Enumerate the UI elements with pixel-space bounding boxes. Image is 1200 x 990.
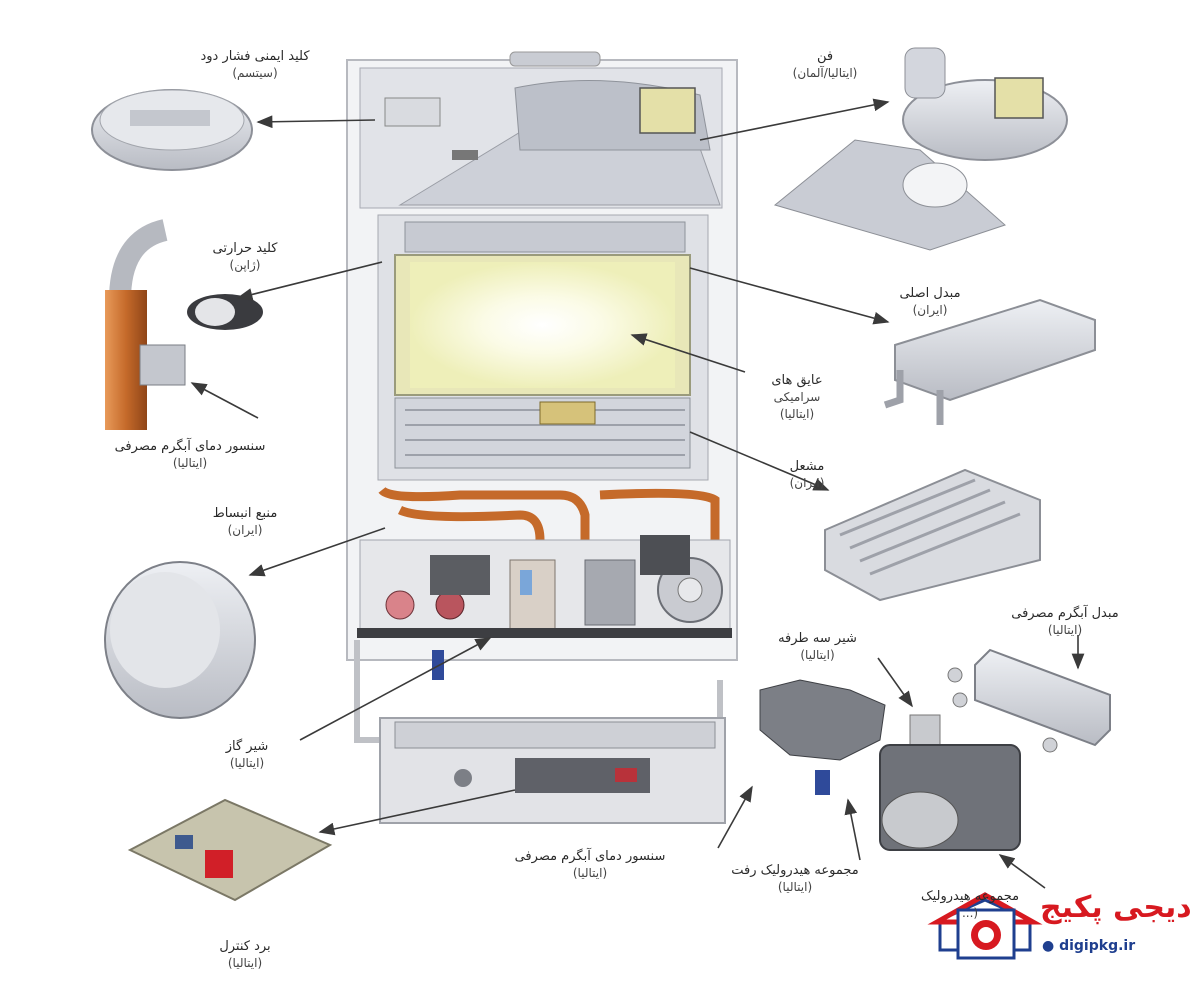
boiler-body	[346, 51, 738, 824]
label-three-way-valve: شیر سه طرفه (ایتالیا)	[778, 631, 857, 662]
label-hydraulic-return: مجموعه هیدرولیک (...	[920, 889, 1020, 920]
label-dhw-temp-sensor-bottom: سنسور دمای آبگرم مصرفی (ایتالیا)	[514, 849, 666, 880]
part-control-board	[127, 798, 333, 902]
leader-arrows	[190, 98, 1085, 889]
label-thermal-switch: کلید حرارتی (ژاپن)	[212, 241, 278, 272]
part-burner	[824, 468, 1041, 602]
label-control-board: برد کنترل (ایتالیا)	[219, 939, 271, 970]
part-flue-pressure-switch	[91, 89, 253, 171]
part-dhw-exchanger	[947, 648, 1111, 753]
part-pump	[879, 744, 1021, 851]
brand-url: ● digipkg.ir	[1042, 938, 1136, 954]
part-main-exchanger	[883, 298, 1096, 425]
label-dhw-temp-sensor-left: سنسور دمای آبگرم مصرفی (ایتالیا)	[114, 439, 266, 470]
part-three-way-valve	[759, 679, 941, 795]
label-main-exchanger: مبدل اصلی (ایران)	[899, 286, 961, 317]
label-burner: مشعل (ایران)	[789, 459, 825, 490]
label-ceramic-insulation: عایق های سرامیکی (ایتالیا)	[771, 373, 823, 421]
label-dhw-exchanger: مبدل آبگرم مصرفی (ایتالیا)	[1011, 606, 1119, 637]
brand-logo-house	[927, 892, 1043, 960]
label-expansion-tank: منبع انبساط (ایران)	[212, 506, 278, 537]
part-thermal-switch	[105, 219, 263, 430]
label-fan: فن (ایتالیا/آلمان)	[792, 49, 858, 80]
label-hydraulic-supply: مجموعه هیدرولیک رفت (ایتالیا)	[731, 863, 859, 894]
brand-name: دیجی پکیج	[1040, 890, 1193, 925]
part-expansion-tank	[104, 561, 256, 719]
label-flue-pressure-switch: کلید ایمنی فشار دود (سیتسم)	[200, 49, 310, 80]
label-gas-valve: شیر گاز (ایتالیا)	[225, 739, 269, 770]
globe-icon: ●	[1042, 938, 1055, 954]
part-fan	[773, 47, 1068, 251]
